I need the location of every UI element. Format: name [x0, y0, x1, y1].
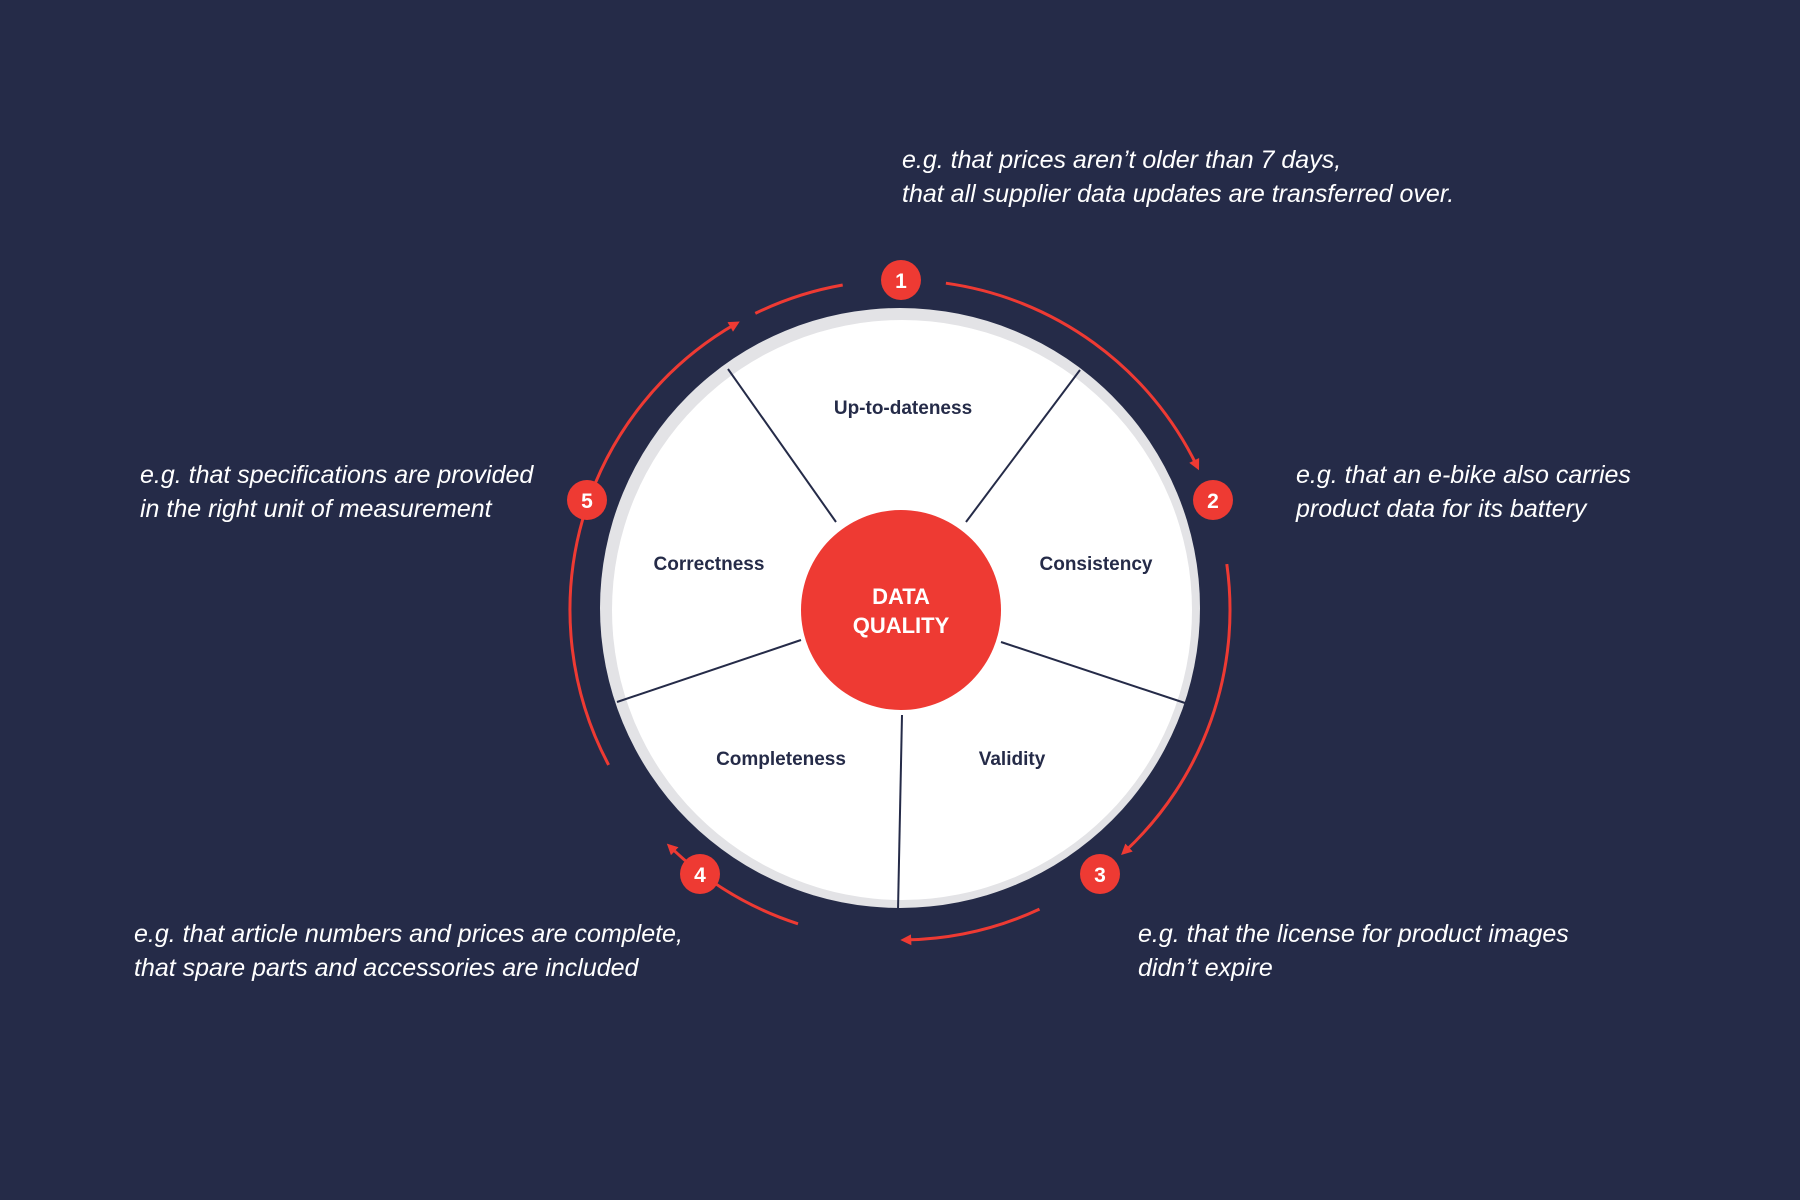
segment-label-up-to-dateness: Up-to-dateness	[834, 398, 972, 419]
note-step-1-line1: e.g. that prices aren’t older than 7 day…	[902, 146, 1342, 174]
note-step-3-line2: didn’t expire	[1138, 954, 1273, 982]
note-step-1: e.g. that prices aren’t older than 7 day…	[902, 143, 1454, 211]
note-step-4-line1: e.g. that article numbers and prices are…	[134, 920, 683, 948]
note-step-2: e.g. that an e-bike also carries product…	[1296, 458, 1631, 526]
arc-4-to-5	[666, 843, 799, 926]
center-label-line2: QUALITY	[853, 613, 950, 638]
note-step-3-line1: e.g. that the license for product images	[1138, 920, 1569, 948]
divider-consistency-validity	[1000, 641, 1186, 704]
note-step-5: e.g. that specifications are provided in…	[140, 458, 533, 526]
divider-up-to-dateness-consistency	[965, 369, 1081, 523]
note-step-5-line2: in the right unit of measurement	[140, 495, 492, 523]
segment-label-consistency: Consistency	[1040, 554, 1153, 575]
center-circle	[801, 510, 1001, 710]
step-badge-5: 5	[567, 480, 607, 520]
divider-completeness-correctness	[616, 639, 802, 703]
step-number-3: 3	[1094, 864, 1106, 887]
step-badge-1: 1	[881, 260, 921, 300]
note-step-3: e.g. that the license for product images…	[1138, 917, 1569, 985]
segment-label-correctness: Correctness	[654, 554, 765, 575]
note-step-4: e.g. that article numbers and prices are…	[134, 917, 683, 985]
arc-3-to-4	[900, 907, 1041, 946]
arc-1-to-2	[945, 281, 1200, 471]
segment-dividers	[616, 368, 1186, 911]
divider-correctness-up-to-dateness	[727, 368, 837, 523]
step-badge-3: 3	[1080, 854, 1120, 894]
note-step-5-line1: e.g. that specifications are provided	[140, 461, 534, 489]
step-number-4: 4	[694, 864, 706, 887]
arc-5-to-1-tail	[754, 283, 843, 315]
segment-label-completeness: Completeness	[716, 749, 846, 770]
step-number-5: 5	[581, 490, 593, 513]
step-badge-4: 4	[680, 854, 720, 894]
step-number-1: 1	[895, 270, 907, 293]
note-step-2-line2: product data for its battery	[1296, 495, 1587, 523]
note-step-4-line2: that spare parts and accessories are inc…	[134, 954, 639, 982]
note-step-1-line2: that all supplier data updates are trans…	[902, 180, 1455, 208]
step-badge-2: 2	[1193, 480, 1233, 520]
center-label-line1: DATA	[872, 584, 930, 609]
segment-label-validity: Validity	[979, 749, 1046, 770]
arc-2-to-3	[1121, 563, 1232, 856]
step-number-2: 2	[1207, 490, 1219, 513]
note-step-2-line1: e.g. that an e-bike also carries	[1296, 461, 1631, 489]
divider-validity-completeness	[897, 714, 903, 911]
